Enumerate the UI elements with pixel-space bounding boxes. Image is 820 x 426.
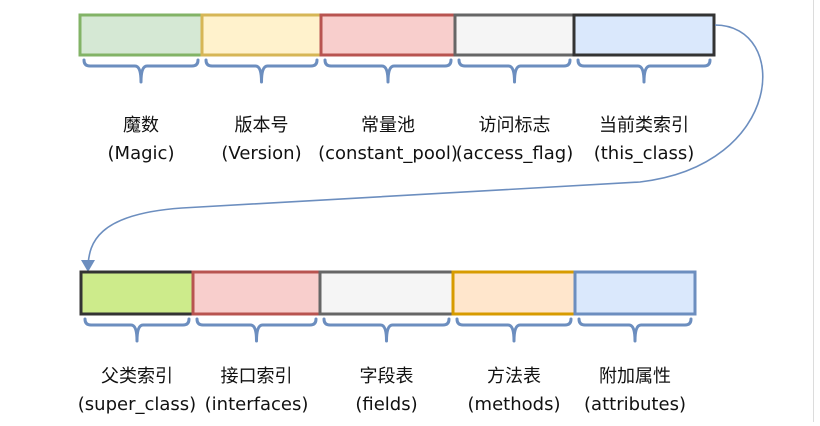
row1-brace-2 [204,58,319,84]
row2-label-en-1: (super_class) [78,394,196,415]
row2-box-5 [573,270,697,316]
row1-brace-3 [323,58,453,84]
row1-label-zh-4: 访问标志 [479,115,551,136]
row1-label-en-1: (Magic) [108,143,175,164]
row2-boxes [79,270,697,316]
row2-label-zh-2: 接口索引 [221,366,293,387]
row1-boxes [78,13,716,57]
row1-label-zh-5: 当前类索引 [599,115,689,136]
row2-box-3 [318,270,455,316]
row2-labels: 父类索引 (super_class) 接口索引 (interfaces) 字段表 (fie… [78,366,686,415]
row1-box-4 [453,13,576,57]
row2-box-2 [191,270,322,316]
row1-label-zh-1: 魔数 [123,115,159,136]
row1-box-3 [319,13,457,57]
row1-box-1 [78,13,204,57]
row1-label-en-5: (this_class) [594,143,695,164]
row2-label-zh-5: 附加属性 [599,366,671,387]
row2-box-1 [79,270,195,316]
row2-label-en-2: (interfaces) [205,394,309,415]
row2-label-en-4: (methods) [468,394,561,415]
row2-brace-2 [195,317,318,343]
row1-box-5 [572,13,716,57]
row1-label-zh-2: 版本号 [235,115,289,136]
connector-arrowhead [81,260,95,272]
row1-brace-1 [82,58,200,84]
row2-label-zh-3: 字段表 [360,366,414,387]
row2-braces [83,317,693,343]
row1-label-en-2: (Version) [221,143,301,164]
row1-brace-4 [457,58,572,84]
row1-box-2 [200,13,323,57]
connector-arrow [87,24,764,265]
row1-brace-5 [576,58,712,84]
row1-braces [82,58,712,84]
row1-label-zh-3: 常量池 [361,115,415,136]
row2-brace-4 [455,317,573,343]
row2-brace-3 [322,317,451,343]
row1-labels: 魔数 (Magic) 版本号 (Version) 常量池 (constant_pool) 访… [108,115,695,164]
right-divider [813,0,814,422]
row1-label-en-3: (constant_pool) [318,143,458,164]
row1-label-en-4: (access_flag) [456,143,574,164]
row2-brace-1 [83,317,191,343]
row2-box-4 [451,270,577,316]
row2-label-en-3: (fields) [355,394,417,415]
row2-label-en-5: (attributes) [584,394,686,415]
row2-label-zh-1: 父类索引 [101,366,173,387]
row2-label-zh-4: 方法表 [487,366,541,387]
row2-brace-5 [577,317,693,343]
